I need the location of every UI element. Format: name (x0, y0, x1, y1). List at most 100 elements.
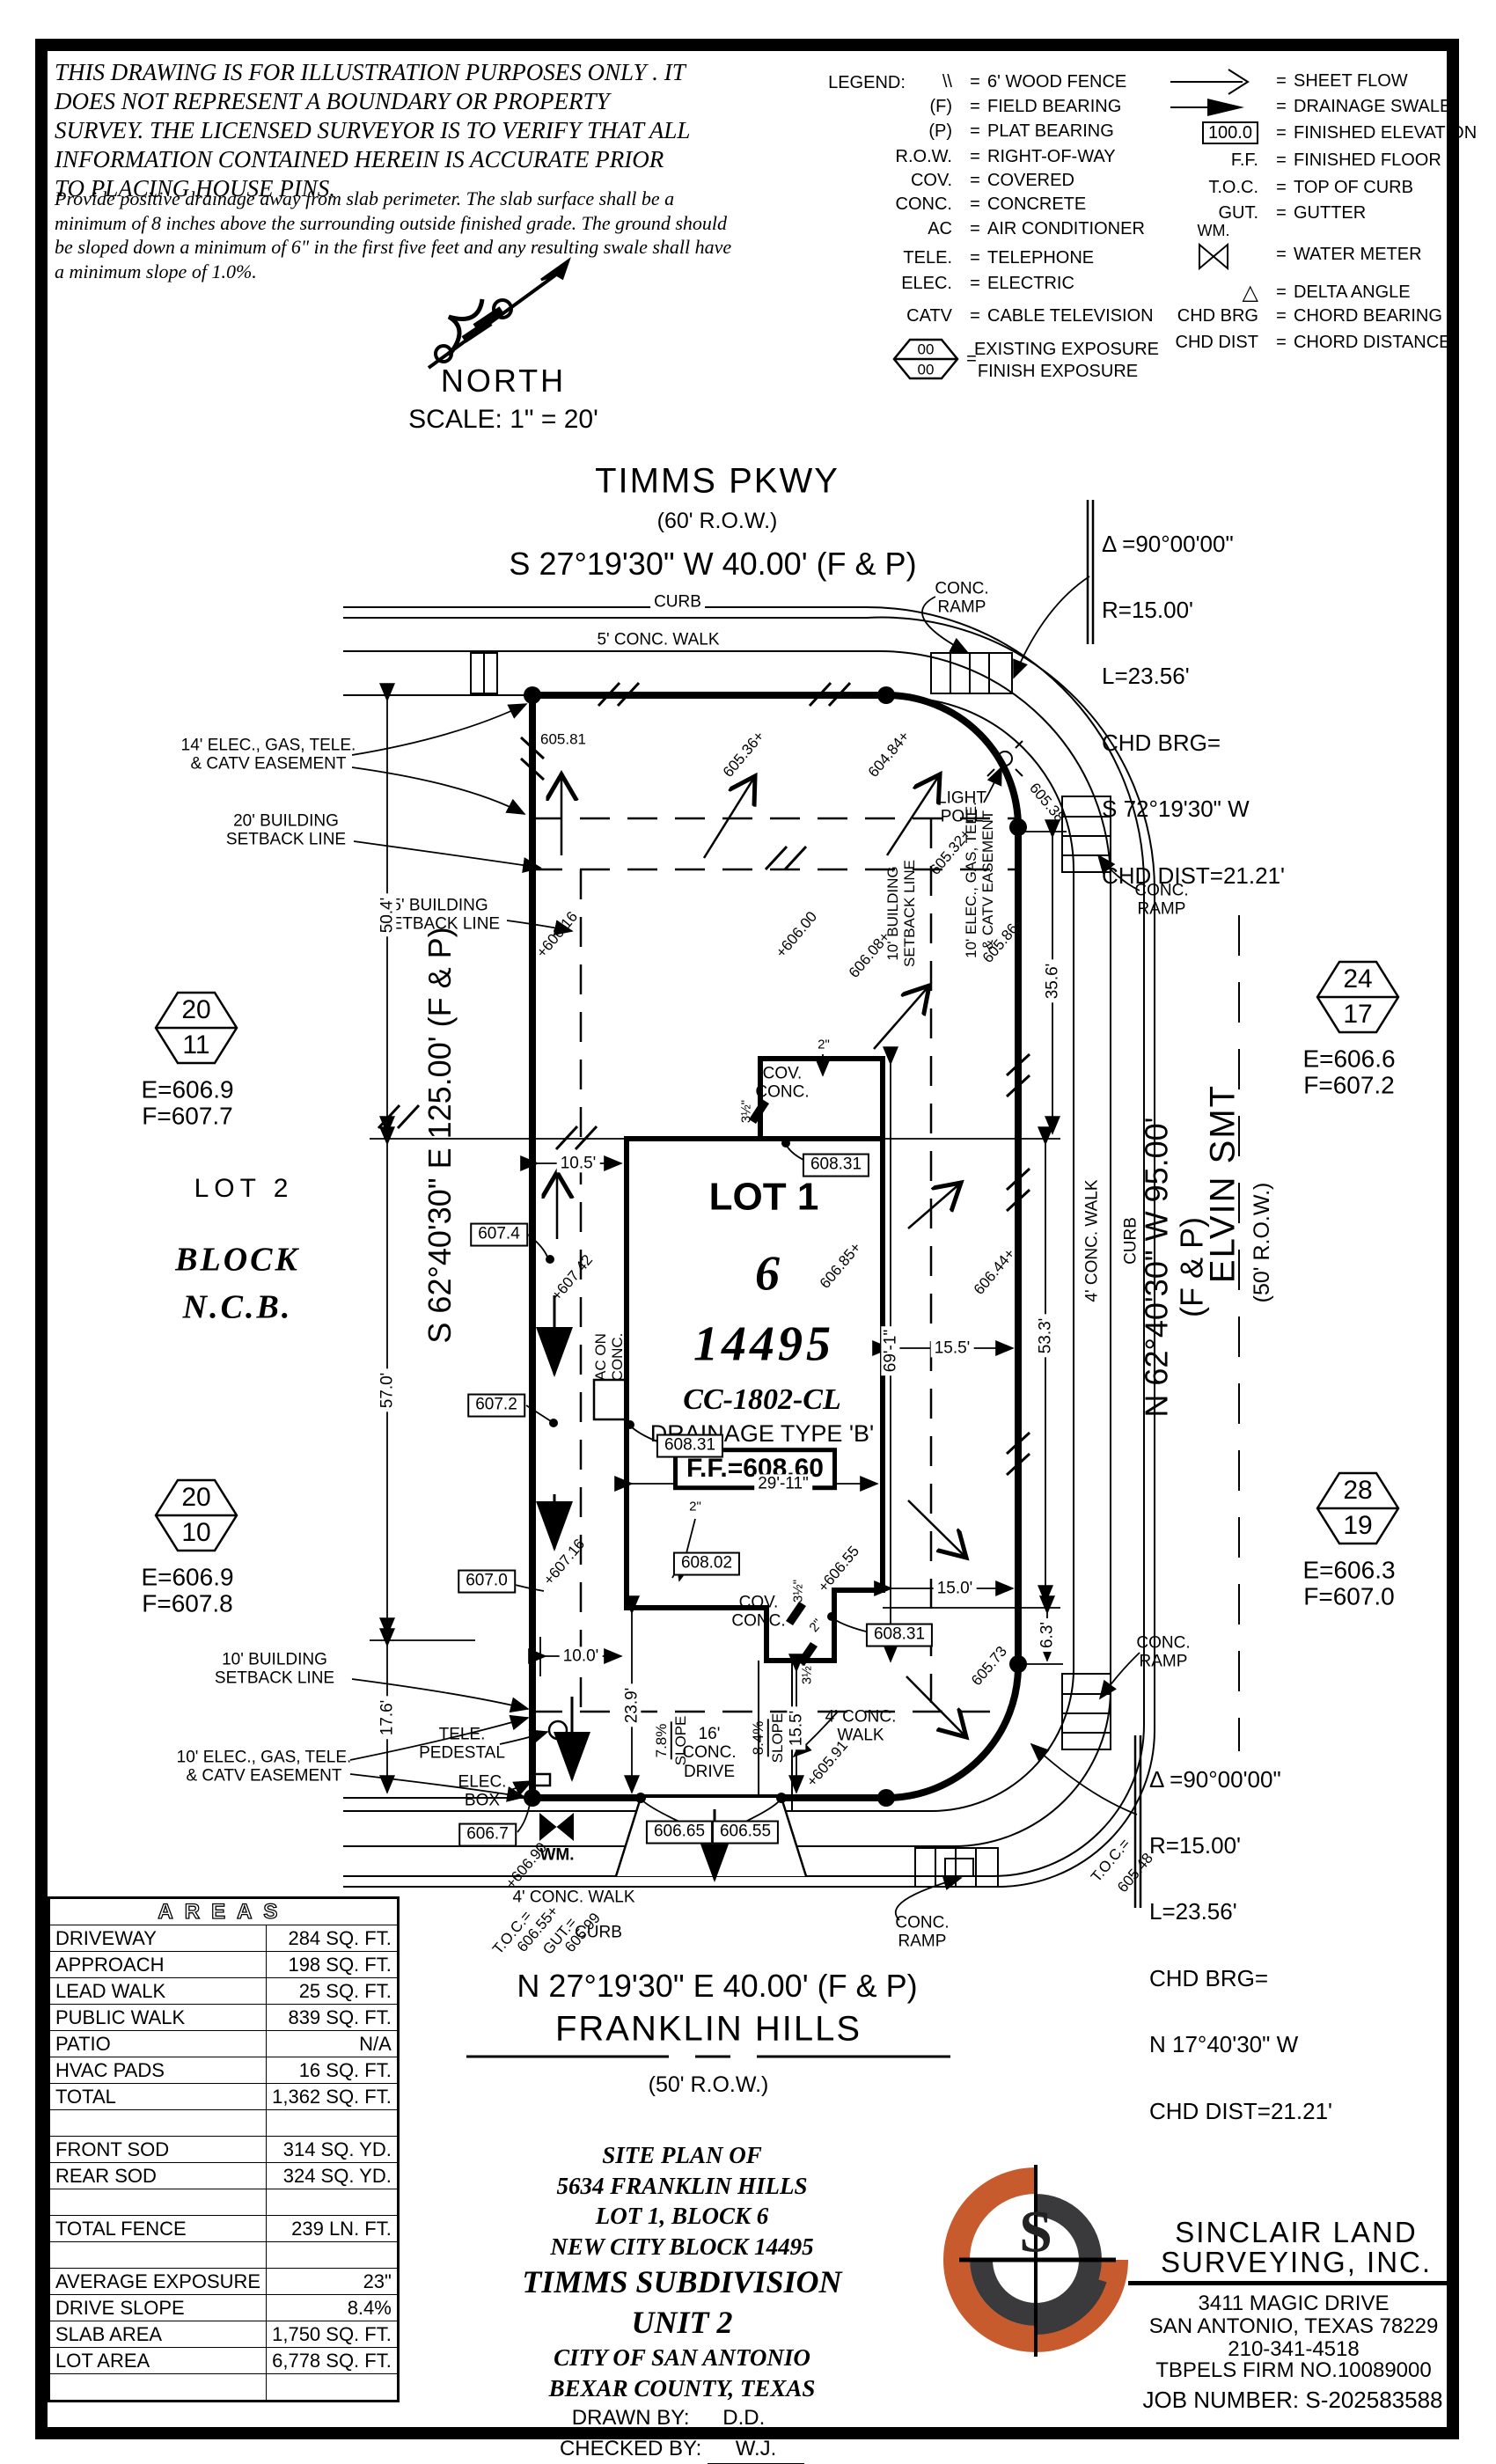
drawn-by-label: DRAWN BY: (571, 2406, 690, 2431)
setback-10-label: 10' BUILDING SETBACK LINE (214, 1650, 335, 1688)
table-row (48, 2109, 399, 2137)
street-row-timms: (60' R.O.W.) (656, 509, 778, 533)
north-arrow-icon (427, 257, 571, 370)
legend-row: ELEC. = ELECTRIC (901, 274, 1074, 293)
checked-by-value: W.J. (708, 2436, 805, 2464)
finish-elev-h1: F=607.7 (142, 1102, 233, 1130)
elev-608-02: 608.02 (672, 1551, 741, 1576)
north-label: NORTH (440, 362, 567, 399)
cov-conc-label-bottom: COV. CONC. (731, 1593, 786, 1631)
legend-row: = DRAINAGE SWALE (1276, 97, 1452, 116)
street-name-timms: TIMMS PKWY (595, 461, 840, 501)
curb-label-bottom: CURB (571, 1923, 626, 1942)
sheet-flow-icon (1228, 69, 1250, 95)
elev-607-4: 607.4 (470, 1222, 528, 1247)
street-lines-timms (343, 606, 1156, 891)
title-line: 5634 FRANKLIN HILLS (556, 2172, 808, 2199)
fence-marks (377, 681, 1031, 1477)
drive-slope-right: 8.4%SLOPE (750, 1712, 786, 1764)
subdivision-title: TIMMS SUBDIVISION UNIT 2 (522, 2264, 842, 2341)
table-row (48, 2189, 399, 2216)
tele-pedestal-icon (547, 1720, 568, 1741)
ac-label: AC ON CONC. (591, 1332, 626, 1382)
logo-letter: S (1019, 2197, 1052, 2265)
legend-existing-exposure: EXISTING EXPOSURE (973, 339, 1160, 359)
curve-note-brackets (1086, 500, 1142, 1908)
surveyor-address-2: SAN ANTONIO, TEXAS 78229 (1148, 2314, 1439, 2338)
water-meter-legend-icon (1199, 242, 1228, 271)
legend-row: (F) = FIELD BEARING (929, 97, 1122, 116)
street-lines-elvin (1073, 869, 1240, 1751)
legend-row: \\ = 6' WOOD FENCE (818, 72, 1126, 92)
legend-row: CONC. = CONCRETE (895, 194, 1087, 214)
street-name-franklin: FRANKLIN HILLS (554, 2009, 862, 2049)
adjacent-lot2: LOT 2 (194, 1174, 294, 1204)
leader-lines (349, 576, 1140, 1921)
disclaimer-drainage-note: Provide positive drainage away from slab… (55, 187, 732, 282)
walk-label-top: 5' CONC. WALK (593, 630, 723, 649)
legend-row: 100.0 = FINISHED ELEVATION (1135, 121, 1477, 144)
elec-box-icon (532, 1772, 552, 1787)
areas-table-title: AREAS (48, 1897, 399, 1925)
surveyor-firm: TBPELS FIRM NO.10089000 (1155, 2358, 1432, 2382)
plan-code: CC-1802-CL (683, 1382, 841, 1416)
legend-label: 6' WOOD FENCE (987, 72, 1127, 92)
conc-ramp-label-elvin-n: CONC. RAMP (1134, 881, 1189, 919)
wm-label: WM. (539, 1845, 575, 1865)
title-line: SITE PLAN OF (602, 2142, 762, 2168)
title-line: NEW CITY BLOCK 14495 (550, 2233, 814, 2260)
street-row-elvin: (50' R.O.W.) (1250, 1182, 1274, 1303)
exposure-hexagons (154, 338, 1400, 1552)
title-line: CITY OF SAN ANTONIO (554, 2344, 810, 2372)
legend-row: TELE. = TELEPHONE (903, 248, 1095, 268)
elev-606-55: 606.55 (711, 1820, 780, 1844)
drawn-by-value: D.D. (695, 2405, 793, 2435)
bearing-east-line: N 62°40'30" W 95.00' (F & P) (1138, 1117, 1210, 1418)
existing-elev-h3: E=606.6 (1302, 1045, 1396, 1073)
legend-row: = SHEET FLOW (1276, 71, 1408, 91)
scale-label: SCALE: 1" = 20' (408, 405, 598, 435)
legend-row: F.F. = FINISHED FLOOR (1230, 150, 1441, 170)
legend-row: R.O.W. = RIGHT-OF-WAY (895, 147, 1116, 166)
existing-elev-h1: E=606.9 (141, 1075, 234, 1104)
curve-data-ne: Δ =90°00'00" R=15.00' L=23.56' CHD BRG= … (1102, 530, 1285, 889)
bearing-north-line: S 27°19'30" W 40.00' (F & P) (509, 545, 917, 582)
finish-elev-h2: F=607.8 (142, 1589, 233, 1617)
adjacent-block: BLOCK (175, 1241, 300, 1279)
walk-label-bottom: 4' CONC. WALK (509, 1888, 639, 1907)
finish-elev-h4: F=607.0 (1303, 1582, 1395, 1610)
setback-5-label: 5' BUILDING SETBACK LINE (379, 896, 501, 934)
legend-symbol: \\ (942, 72, 952, 92)
legend-hex-bottom: 00 (917, 361, 935, 378)
elev-606-7: 606.7 (458, 1822, 517, 1847)
legend-icons (1170, 69, 1250, 271)
conc-ramp-label-ne: CONC. RAMP (935, 579, 989, 617)
new-city-block: 14495 (693, 1316, 834, 1372)
curb-label-elvin: CURB (1121, 1214, 1140, 1268)
delta-icon: △ (1242, 281, 1258, 304)
finish-elev-h3: F=607.2 (1303, 1071, 1395, 1099)
sinclair-logo (943, 2165, 1128, 2357)
surveyor-name-1: SINCLAIR LAND (1175, 2216, 1418, 2248)
title-block: SITE PLAN OF 5634 FRANKLIN HILLS LOT 1, … (493, 2140, 871, 2464)
finished-elevation-box: 100.0 (1201, 121, 1258, 144)
conc-ramp-label-elvin-s: CONC. RAMP (1136, 1633, 1191, 1671)
setback-10-label-rot: 10' BUILDING SETBACK LINE (884, 860, 918, 967)
elev-606-65: 606.65 (645, 1820, 714, 1844)
checked-by-label: CHECKED BY: (559, 2437, 702, 2461)
surveyor-rule (1128, 2281, 1447, 2285)
walk-leader-label: 4' CONC. WALK (825, 1707, 897, 1745)
